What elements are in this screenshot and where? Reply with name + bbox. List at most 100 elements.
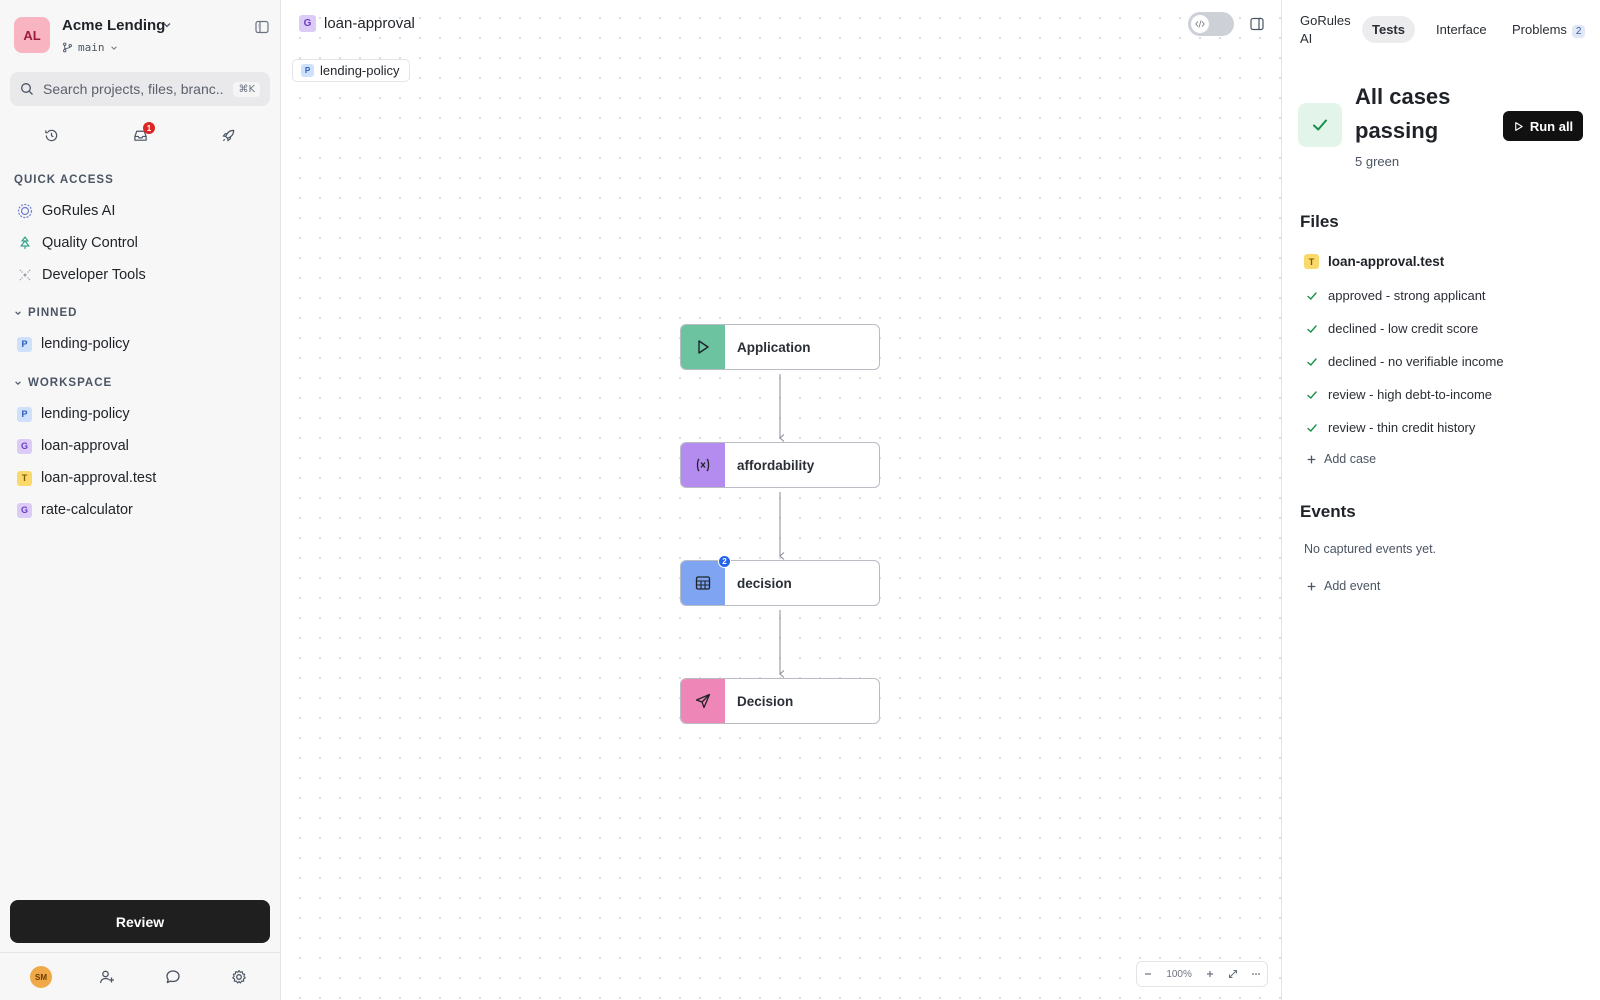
breadcrumb[interactable]: P lending-policy <box>292 59 410 82</box>
tab-interface[interactable]: Interface <box>1436 22 1487 37</box>
table-icon <box>695 576 711 590</box>
code-view-toggle[interactable] <box>1188 12 1234 36</box>
gear-icon <box>232 969 246 984</box>
test-case-item[interactable]: declined - low credit score <box>1306 321 1478 336</box>
quick-access-label: Quality Control <box>42 235 138 251</box>
check-icon <box>1306 290 1318 302</box>
test-file-item[interactable]: T loan-approval.test <box>1304 254 1444 269</box>
history-icon <box>44 129 57 141</box>
play-icon <box>1515 121 1523 131</box>
zoom-controls: 100% <box>1136 961 1268 987</box>
events-empty-message: No captured events yet. <box>1304 542 1437 556</box>
test-case-item[interactable]: review - high debt-to-income <box>1306 387 1492 402</box>
status-title: All cases passing <box>1355 84 1451 143</box>
search-input[interactable]: Search projects, files, branc... ⌘K <box>10 72 270 106</box>
quick-access-developer-tools[interactable]: Developer Tools <box>17 264 146 286</box>
node-label: Application <box>737 339 811 355</box>
graph-edges <box>779 374 785 678</box>
check-icon <box>1306 356 1318 368</box>
run-all-button[interactable]: Run all <box>1503 111 1583 141</box>
developer-tools-icon <box>19 269 31 281</box>
quality-control-icon <box>20 236 30 249</box>
quick-access-gorules-ai[interactable]: GoRules AI <box>17 200 115 222</box>
review-button[interactable]: Review <box>10 900 270 943</box>
chevron-down-icon <box>15 311 21 315</box>
add-event-label: Add event <box>1324 579 1381 593</box>
zoom-out-button[interactable] <box>1143 969 1153 979</box>
node-icon-box: 2 <box>681 555 731 605</box>
panel-right-icon <box>1250 17 1264 31</box>
settings-button[interactable] <box>227 965 251 989</box>
node-affordability[interactable]: affordability <box>680 442 880 488</box>
invite-user-button[interactable] <box>95 965 119 989</box>
breadcrumb-label: lending-policy <box>320 63 400 78</box>
page-title: G loan-approval <box>299 15 415 32</box>
tab-gorules-ai[interactable]: GoRules AI <box>1300 13 1351 46</box>
node-application[interactable]: Application <box>680 324 880 370</box>
inbox-button[interactable]: 1 <box>125 120 155 150</box>
workspace-item-lending-policy[interactable]: P lending-policy <box>17 403 130 425</box>
node-decision-table[interactable]: 2 decision <box>680 555 880 606</box>
status-subtitle: 5 green <box>1355 154 1400 169</box>
pinned-item-lending-policy[interactable]: P lending-policy <box>17 333 130 355</box>
test-case-item[interactable]: approved - strong applicant <box>1306 288 1486 303</box>
test-case-label: approved - strong applicant <box>1328 288 1486 303</box>
plus-icon <box>1206 971 1213 977</box>
workspace-item-label: loan-approval.test <box>41 470 157 486</box>
file-badge-g: G <box>299 15 316 32</box>
check-icon <box>1306 422 1318 434</box>
code-icon <box>1191 15 1209 33</box>
pinned-title: PINNED <box>28 307 78 319</box>
file-badge-p: P <box>301 64 314 77</box>
test-case-item[interactable]: review - thin credit history <box>1306 420 1475 435</box>
search-placeholder: Search projects, files, branc... <box>43 81 225 97</box>
comments-button[interactable] <box>161 965 185 989</box>
avatar: SM <box>30 966 52 988</box>
fit-view-button[interactable] <box>1228 969 1238 979</box>
deploy-button[interactable] <box>213 120 243 150</box>
node-decision-output[interactable]: Decision <box>680 678 880 724</box>
workspace-item-rate-calculator[interactable]: G rate-calculator <box>17 499 133 521</box>
minus-icon <box>1145 973 1152 975</box>
node-icon-box <box>681 679 725 723</box>
user-menu-button[interactable]: SM <box>29 965 53 989</box>
workspace-item-loan-approval[interactable]: G loan-approval <box>17 435 129 457</box>
more-options-button[interactable] <box>1251 969 1261 979</box>
problem-count-badge: 2 <box>718 555 731 568</box>
problems-count-badge: 2 <box>1571 25 1586 38</box>
test-case-item[interactable]: declined - no verifiable income <box>1306 354 1504 369</box>
add-case-button[interactable]: Add case <box>1306 452 1376 466</box>
tab-tests[interactable]: Tests <box>1362 16 1415 43</box>
history-button[interactable] <box>36 120 66 150</box>
collapse-sidebar-button[interactable] <box>252 17 272 37</box>
chevron-down-icon <box>110 45 117 50</box>
branch-name: main <box>78 41 105 54</box>
file-badge-t: T <box>1304 254 1319 269</box>
add-event-button[interactable]: Add event <box>1306 579 1380 593</box>
workspace-name[interactable]: Acme Lending <box>62 17 166 34</box>
workspace-section-toggle[interactable]: WORKSPACE <box>14 377 112 389</box>
pinned-section-toggle[interactable]: PINNED <box>14 307 77 319</box>
test-case-label: review - high debt-to-income <box>1328 387 1493 402</box>
zoom-level[interactable]: 100% <box>1166 968 1192 980</box>
quick-access-label: GoRules AI <box>42 203 116 219</box>
gorules-ai-icon <box>17 203 33 219</box>
toggle-right-panel-button[interactable] <box>1246 13 1268 35</box>
workspace-avatar[interactable]: AL <box>14 17 50 53</box>
chevron-down-icon[interactable] <box>162 20 172 30</box>
node-icon-box <box>681 325 725 369</box>
workspace-item-loan-approval-test[interactable]: T loan-approval.test <box>17 467 156 489</box>
node-label: decision <box>737 575 792 591</box>
workspace-item-label: rate-calculator <box>41 502 133 518</box>
quick-access-quality-control[interactable]: Quality Control <box>17 232 138 254</box>
zoom-in-button[interactable] <box>1205 969 1215 979</box>
workspace-item-label: loan-approval <box>41 438 129 454</box>
graph-canvas[interactable]: G loan-approval P lending-policy Applica… <box>282 0 1281 1000</box>
branch-selector[interactable]: main <box>62 41 118 54</box>
document-title: loan-approval <box>324 15 415 32</box>
test-file-name: loan-approval.test <box>1328 254 1445 269</box>
file-badge-g: G <box>17 438 32 454</box>
events-heading: Events <box>1300 502 1356 521</box>
rocket-icon <box>221 129 234 142</box>
